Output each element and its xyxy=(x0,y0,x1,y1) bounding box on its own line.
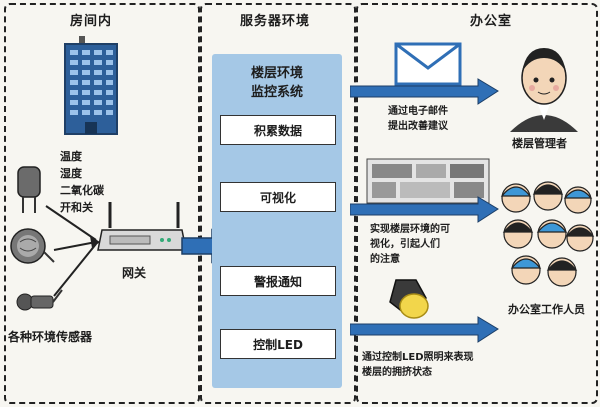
co2-sensor-icon xyxy=(16,289,63,311)
gateway-device-icon xyxy=(97,202,187,251)
visualization-arrow xyxy=(350,196,499,223)
building-icon xyxy=(64,36,118,135)
email-note-line-2: 提出改善建议 xyxy=(388,121,448,132)
led-note-line-2: 楼层的拥挤状态 xyxy=(362,367,432,378)
visualization-note: 实现楼层环境的可 视化，引起人们 的注意 xyxy=(370,222,450,267)
sensor-item-co2: 二氧化碳 xyxy=(60,184,104,197)
visualization-note-line-3: 的注意 xyxy=(370,254,400,265)
office-zone-title: 办公室 xyxy=(470,14,513,29)
staff-label: 办公室工作人员 xyxy=(508,303,585,316)
email-note-line-1: 通过电子邮件 xyxy=(388,106,448,117)
sensors-label: 各种环境传感器 xyxy=(8,330,93,344)
light-sensor-icon xyxy=(10,228,55,264)
sensor-list: 温度 湿度 二氧化碳 开和关 xyxy=(60,148,104,216)
sensor-item-switch: 开和关 xyxy=(60,201,93,214)
system-title-line-1: 楼层环境 xyxy=(250,66,303,81)
function-led-control: 控制LED xyxy=(220,329,336,359)
led-arrow xyxy=(350,316,499,343)
led-note: 通过控制LED照明来表现 楼层的拥挤状态 xyxy=(362,350,474,380)
email-envelope-icon xyxy=(394,42,462,86)
server-zone-title: 服务器环境 xyxy=(240,14,311,29)
gateway-label: 网关 xyxy=(122,266,147,280)
office-staff-icon xyxy=(500,181,595,287)
email-note: 通过电子邮件 提出改善建议 xyxy=(388,104,448,134)
sensor-item-temperature: 温度 xyxy=(60,150,82,163)
led-bulb-icon xyxy=(389,279,429,319)
led-note-line-1: 通过控制LED照明来表现 xyxy=(362,352,474,363)
floor-manager-icon xyxy=(510,48,578,132)
visualization-note-line-2: 视化，引起人们 xyxy=(370,239,440,250)
dashboard-screenshot-icon xyxy=(366,158,490,204)
sensor-item-humidity: 湿度 xyxy=(60,167,82,180)
room-zone-title: 房间内 xyxy=(70,14,113,29)
room-zone xyxy=(4,3,200,404)
system-title-line-2: 监控系统 xyxy=(250,85,303,100)
email-arrow xyxy=(350,78,499,105)
manager-label: 楼层管理者 xyxy=(512,137,567,150)
sensor-connection-lines xyxy=(45,205,100,297)
visualization-note-line-1: 实现楼层环境的可 xyxy=(370,224,450,235)
function-alert-notification: 警报通知 xyxy=(220,266,336,296)
function-visualization: 可视化 xyxy=(220,182,336,212)
function-data-accumulation: 积累数据 xyxy=(220,115,336,145)
temperature-sensor-icon xyxy=(17,166,41,213)
